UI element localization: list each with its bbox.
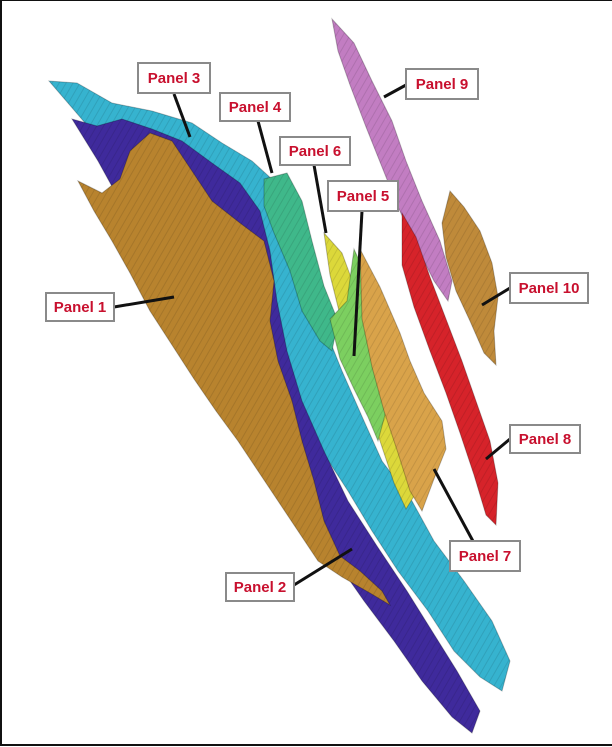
leader-panel-4: [258, 121, 272, 173]
label-panel-5-text: Panel 5: [337, 188, 390, 205]
label-panel-2: Panel 2: [226, 573, 294, 601]
label-panel-7: Panel 7: [450, 541, 520, 571]
label-panel-6: Panel 6: [280, 137, 350, 165]
label-panel-3: Panel 3: [138, 63, 210, 93]
label-panel-1: Panel 1: [46, 293, 114, 321]
label-panel-1-text: Panel 1: [54, 299, 107, 316]
leader-panel-6: [314, 165, 326, 233]
label-panel-4-text: Panel 4: [229, 99, 282, 116]
label-panel-8-text: Panel 8: [519, 431, 572, 448]
label-panel-3-text: Panel 3: [148, 70, 201, 87]
label-panel-7-text: Panel 7: [459, 548, 512, 565]
leader-panel-7: [434, 469, 474, 543]
label-panel-6-text: Panel 6: [289, 143, 342, 160]
label-panel-9-text: Panel 9: [416, 76, 469, 93]
label-panel-5: Panel 5: [328, 181, 398, 211]
label-panel-2-text: Panel 2: [234, 579, 287, 596]
label-panel-10: Panel 10: [510, 273, 588, 303]
label-panel-4: Panel 4: [220, 93, 290, 121]
label-panel-8: Panel 8: [510, 425, 580, 453]
label-panel-9: Panel 9: [406, 69, 478, 99]
leader-panel-9: [384, 85, 406, 97]
label-panel-10-text: Panel 10: [519, 280, 580, 297]
